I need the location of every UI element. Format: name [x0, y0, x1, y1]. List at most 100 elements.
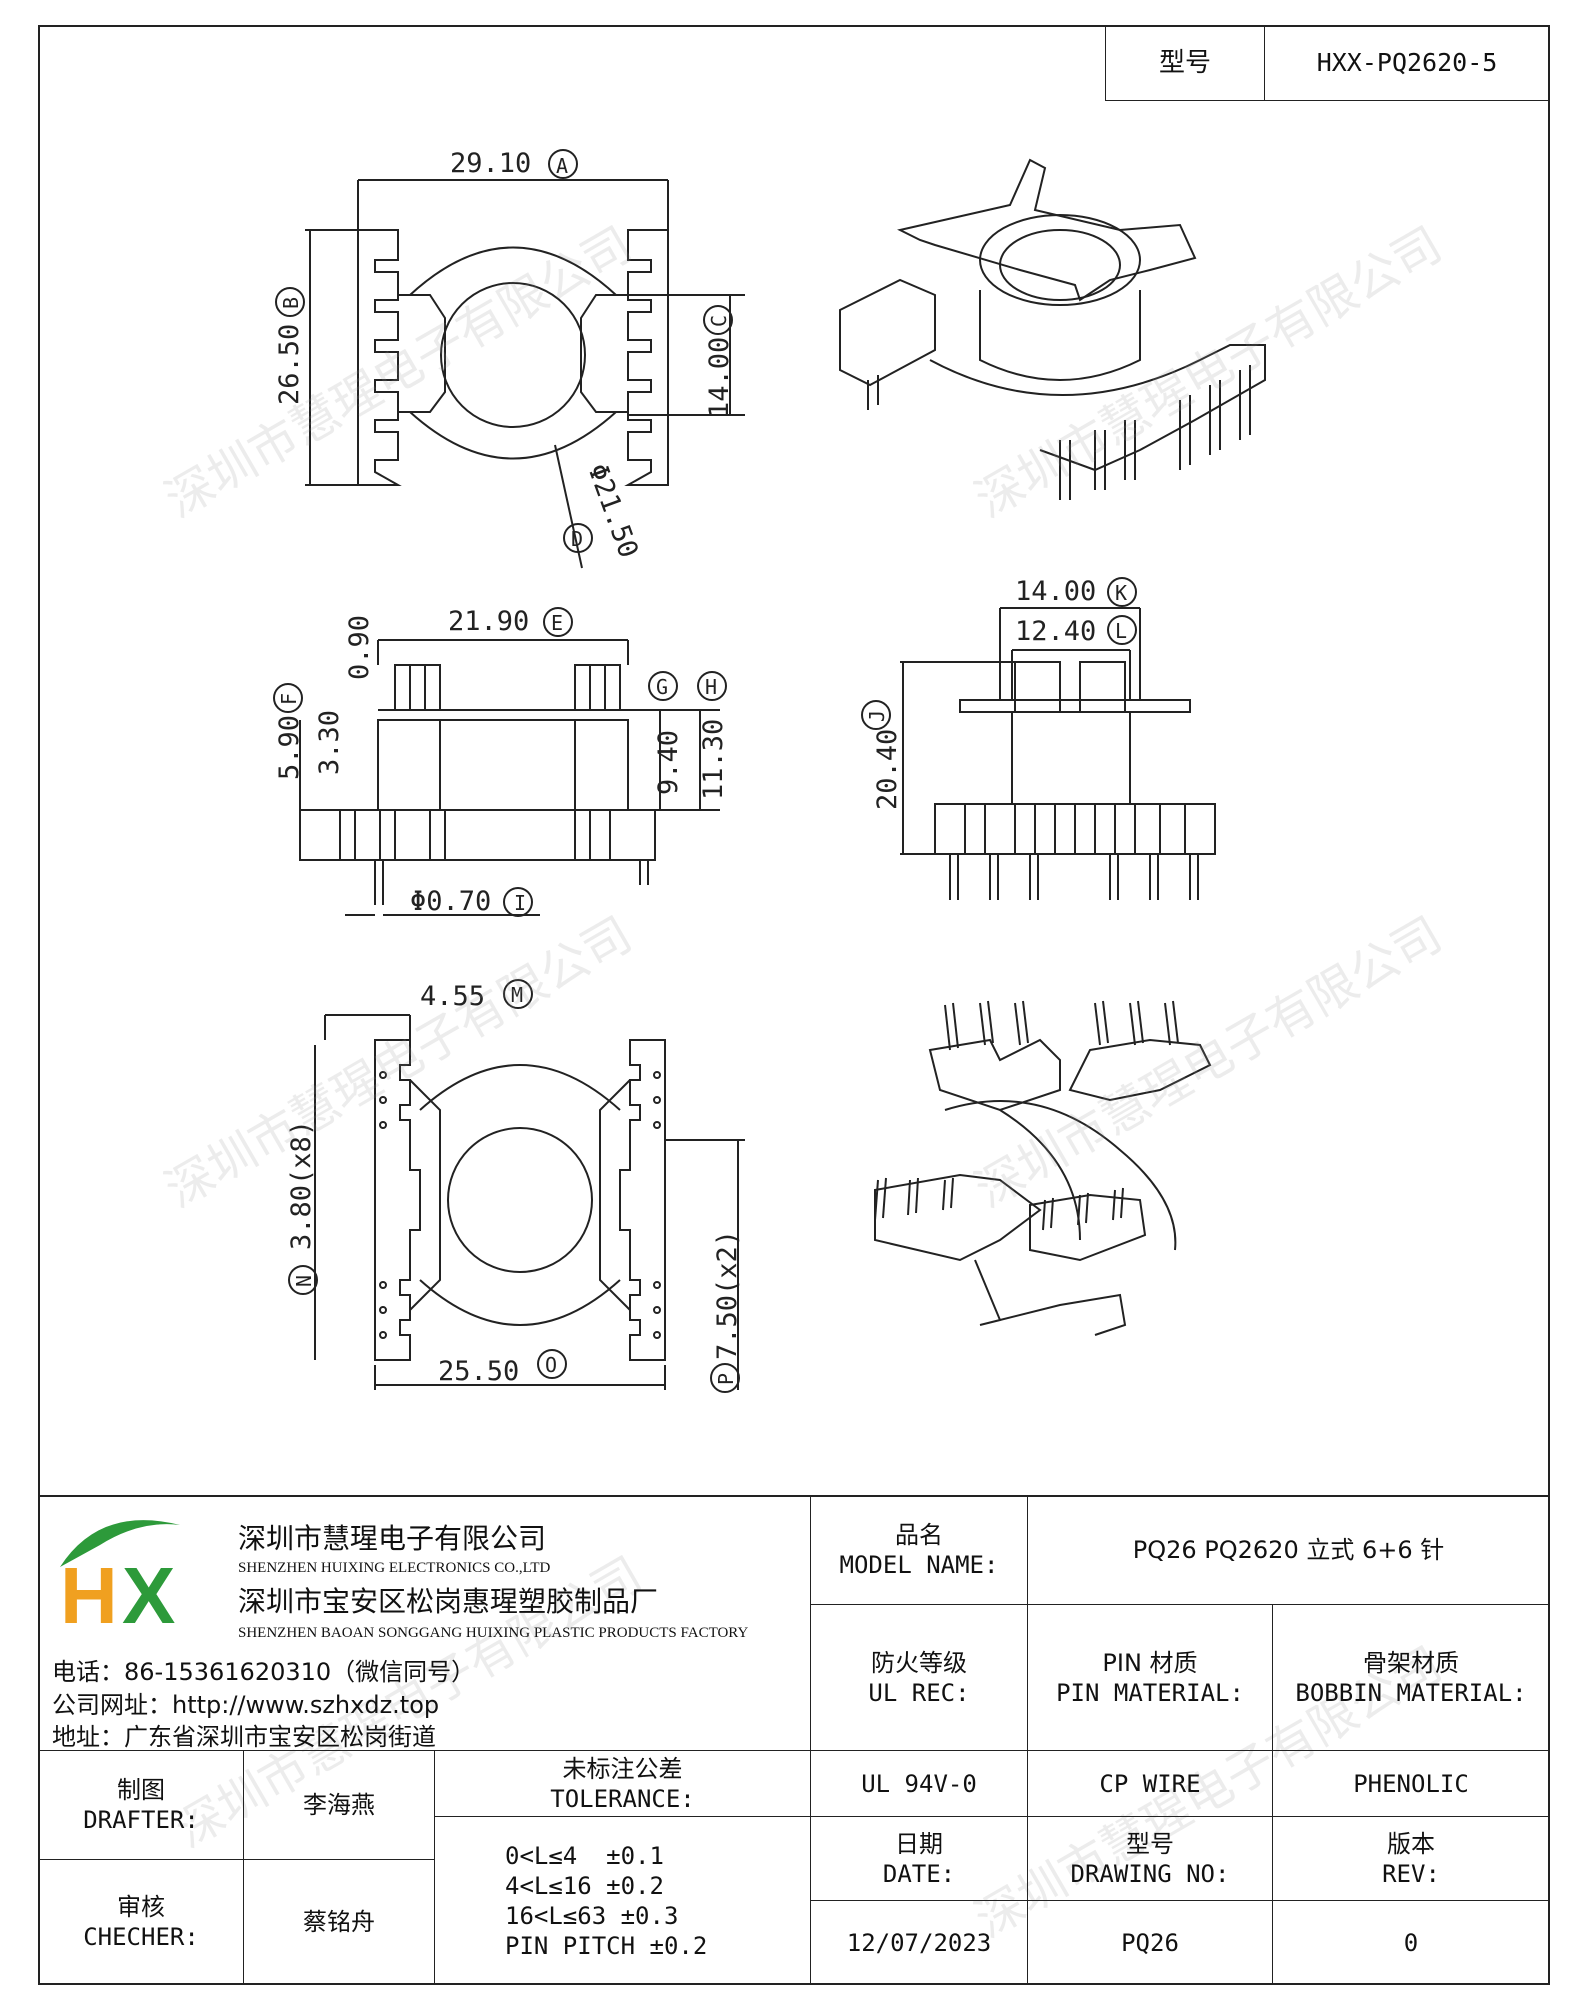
dim-i-value: Φ0.70	[410, 886, 491, 917]
drafter-name: 李海燕	[243, 1750, 435, 1860]
checker-label-cn: 审核	[117, 1893, 165, 1921]
company-website: 公司网址：http://www.szhxdz.top	[52, 1691, 440, 1719]
dim-d-letter: D	[571, 527, 583, 551]
company-name-cn: 深圳市慧瑆电子有限公司	[238, 1522, 547, 1555]
bobbin-material-label: 骨架材质 BOBBIN MATERIAL:	[1272, 1604, 1550, 1751]
dim-m-letter: M	[511, 983, 523, 1007]
checker-name: 蔡铭舟	[243, 1859, 435, 1985]
pin-material-label-cn: PIN 材质	[1102, 1648, 1198, 1677]
tolerance-label-cn: 未标注公差	[562, 1754, 683, 1783]
factory-name-cn: 深圳市宝安区松岗惠瑆塑胶制品厂	[238, 1585, 659, 1618]
dim-k-letter: K	[1115, 581, 1127, 605]
logo-letter-x: X	[122, 1551, 175, 1635]
dim-l-value: 12.40	[1015, 616, 1096, 647]
dim-g-value: 9.40	[653, 730, 684, 795]
title-block-border	[38, 1495, 1550, 1497]
company-phone: 电话：86-15361620310（微信同号）	[52, 1658, 476, 1686]
tolerance-line: 4<L≤16 ±0.2	[505, 1871, 664, 1900]
date-label: 日期 DATE:	[810, 1816, 1028, 1901]
dim-i-letter: I	[514, 891, 526, 915]
dim-h-letter: H	[705, 675, 717, 699]
factory-name-en: SHENZHEN BAOAN SONGGANG HUIXING PLASTIC …	[238, 1625, 749, 1641]
dim-o-letter: O	[545, 1353, 557, 1377]
drafter-label: 制图 DRAFTER:	[38, 1750, 244, 1860]
dim-g-letter: G	[656, 675, 668, 699]
dim-o-value: 25.50	[438, 1356, 519, 1387]
dim-c-letter: C	[707, 315, 731, 327]
model-name-label: 品名 MODEL NAME:	[810, 1495, 1028, 1605]
model-name-value: PQ26 PQ2620 立式 6+6 针	[1027, 1495, 1550, 1605]
dim-f-value: 5.90	[274, 715, 305, 780]
date-label-cn: 日期	[895, 1829, 943, 1858]
drafter-label-cn: 制图	[117, 1776, 165, 1804]
pin-material-label: PIN 材质 PIN MATERIAL:	[1027, 1604, 1273, 1751]
tolerance-line: 16<L≤63 ±0.3	[505, 1901, 679, 1930]
header-model-label: 型号	[1105, 25, 1265, 101]
dim-b-value: 26.50	[274, 324, 305, 405]
rev-label-en: REV:	[1382, 1859, 1440, 1888]
dim-j-letter: J	[865, 710, 889, 722]
company-info: H X 深圳市慧瑆电子有限公司 SHENZHEN HUIXING ELECTRO…	[40, 1495, 810, 1755]
bottom-view: 4.55 M 3.80(x8) N 25.50 O 7.50(x2) P	[286, 979, 745, 1393]
dim-e-letter: E	[551, 611, 563, 635]
front-view: 21.90 E 0.90 5.90 F 3.30	[273, 606, 729, 917]
drawing-no-value: PQ26	[1027, 1900, 1273, 1985]
ul-rec-label-cn: 防火等级	[871, 1648, 967, 1677]
dim-top-small-value: 0.90	[344, 615, 375, 680]
rev-label: 版本 REV:	[1272, 1816, 1550, 1901]
dim-c-value: 14.00	[704, 337, 735, 418]
top-view: 29.10 A 26.50 B 14.00 C Φ21.50 D	[274, 148, 745, 569]
dim-h-value: 11.30	[698, 719, 729, 800]
model-name-label-cn: 品名	[895, 1521, 943, 1549]
company-address: 地址：广东省深圳市宝安区松岗街道	[52, 1723, 436, 1751]
model-name-label-en: MODEL NAME:	[839, 1551, 999, 1579]
tolerance-line: PIN PITCH ±0.2	[505, 1931, 708, 1960]
drawing-no-label: 型号 DRAWING NO:	[1027, 1816, 1273, 1901]
dim-d-value: Φ21.50	[581, 460, 643, 562]
dim-k-value: 14.00	[1015, 576, 1096, 607]
dim-l-letter: L	[1115, 619, 1127, 643]
dim-n-value: 3.80(x8)	[286, 1120, 317, 1250]
dim-a-value: 29.10	[450, 148, 531, 179]
bobbin-material-value: PHENOLIC	[1272, 1750, 1550, 1817]
date-label-en: DATE:	[882, 1859, 956, 1888]
technical-drawing: 29.10 A 26.50 B 14.00 C Φ21.50 D	[273, 148, 1266, 1393]
logo-swoosh	[60, 1520, 180, 1567]
dim-f-letter: F	[277, 693, 301, 705]
rev-label-cn: 版本	[1387, 1829, 1435, 1858]
ul-rec-label-en: UL REC:	[868, 1678, 970, 1707]
iso-view-bottom	[874, 1000, 1212, 1336]
dim-p-value: 7.50(x2)	[712, 1230, 743, 1360]
dim-e-value: 21.90	[448, 606, 529, 637]
dim-m-value: 4.55	[420, 981, 485, 1012]
pin-material-value: CP WIRE	[1027, 1750, 1273, 1817]
bobbin-material-label-cn: 骨架材质	[1363, 1648, 1459, 1677]
dim-b-letter: B	[279, 297, 303, 309]
tolerance-line: 0<L≤4 ±0.1	[505, 1841, 664, 1870]
date-value: 12/07/2023	[810, 1900, 1028, 1985]
drawing-no-label-cn: 型号	[1126, 1829, 1174, 1858]
dim-j-value: 20.40	[872, 729, 903, 810]
pin-material-label-en: PIN MATERIAL:	[1056, 1678, 1244, 1707]
side-view: 14.00 K 12.40 L 20.40 J	[861, 576, 1216, 900]
company-logo: H X	[60, 1520, 180, 1635]
checker-label-en: CHECHER:	[83, 1923, 199, 1951]
ul-rec-label: 防火等级 UL REC:	[810, 1604, 1028, 1751]
drafter-label-en: DRAFTER:	[83, 1806, 199, 1834]
dim-n-letter: N	[292, 1275, 316, 1287]
iso-view-top	[839, 158, 1266, 500]
drawing-no-label-en: DRAWING NO:	[1070, 1859, 1230, 1888]
rev-value: 0	[1272, 1900, 1550, 1985]
dim-mid-small-value: 3.30	[314, 710, 345, 775]
tolerance-values: 0<L≤4 ±0.1 4<L≤16 ±0.2 16<L≤63 ±0.3 PIN …	[434, 1816, 811, 1985]
bobbin-material-label-en: BOBBIN MATERIAL:	[1295, 1678, 1527, 1707]
checker-label: 审核 CHECHER:	[38, 1859, 244, 1985]
dim-p-letter: P	[714, 1373, 738, 1385]
header-model-value: HXX-PQ2620-5	[1264, 25, 1550, 101]
logo-letter-h: H	[60, 1551, 118, 1635]
dim-a-letter: A	[556, 154, 568, 178]
company-name-en: SHENZHEN HUIXING ELECTRONICS CO.,LTD	[238, 1560, 551, 1576]
tolerance-label: 未标注公差 TOLERANCE:	[434, 1750, 811, 1817]
ul-value: UL 94V-0	[810, 1750, 1028, 1817]
tolerance-label-en: TOLERANCE:	[550, 1784, 695, 1813]
